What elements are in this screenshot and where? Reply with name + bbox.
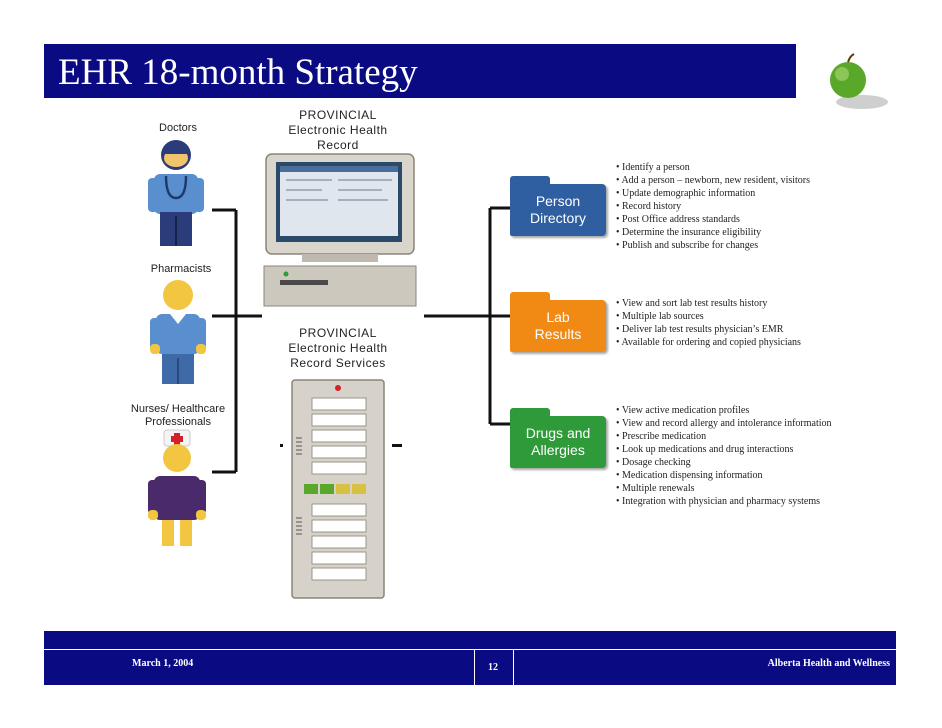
apple-icon (830, 53, 888, 109)
nurse-figure (148, 429, 206, 546)
footer-organization: Alberta Health and Wellness (767, 658, 890, 669)
lab-results-bullets: View and sort lab test results history M… (616, 297, 801, 349)
list-item: Publish and subscribe for changes (616, 239, 810, 252)
folder-tab (510, 176, 550, 186)
list-item: Deliver lab test results physician’s EMR (616, 323, 801, 336)
folder-person-directory-line1: Person (535, 193, 581, 209)
ehr-heading-line3: Record (317, 138, 359, 152)
list-item: Available for ordering and copied physic… (616, 336, 800, 349)
right-connector-lines (424, 206, 514, 426)
folder-person-directory-line2: Directory (529, 210, 586, 226)
list-item: Determine the insurance eligibility (616, 226, 810, 239)
folder-drugs-allergies-line1: Drugs and (525, 425, 591, 441)
list-item: Update demographic information (616, 187, 810, 200)
list-item: Record history (616, 200, 810, 213)
list-item: Identify a person (616, 161, 810, 174)
footer-divider (44, 649, 896, 650)
services-heading-line2: Electronic Health (288, 341, 388, 355)
drugs-allergies-bullets: View active medication profiles View and… (616, 404, 832, 508)
page-number: 12 (488, 662, 498, 673)
list-item: Multiple lab sources (616, 310, 801, 323)
list-item: Medication dispensing information (616, 469, 832, 482)
footer-date: March 1, 2004 (132, 658, 194, 669)
footer-band (44, 631, 896, 649)
folder-lab-results-line1: Lab (546, 309, 570, 325)
list-item: Look up medications and drug interaction… (616, 443, 832, 456)
person-directory-bullets: Identify a person Add a person – newborn… (616, 161, 810, 252)
label-pharmacists: Pharmacists (150, 263, 212, 275)
label-doctors: Doctors (159, 122, 197, 134)
connector-dash-left (280, 444, 283, 447)
list-item: Add a person – newborn, new resident, vi… (616, 174, 810, 187)
folder-tab (510, 408, 550, 418)
server-rack (291, 379, 385, 599)
list-item: Dosage checking (616, 456, 832, 469)
list-item: Integration with physician and pharmacy … (616, 495, 832, 508)
services-heading-line1: PROVINCIAL (299, 326, 377, 340)
folder-lab-results-line2: Results (534, 326, 582, 342)
list-item: View and record allergy and intolerance … (616, 417, 832, 430)
label-nurses-line2: Professionals (144, 416, 212, 428)
list-item: View and sort lab test results history (616, 297, 801, 310)
connector-dash-right (392, 444, 402, 447)
slide-title: EHR 18-month Strategy (58, 52, 418, 93)
ehr-heading-line1: PROVINCIAL (299, 108, 377, 122)
pharmacist-figure (150, 280, 206, 384)
page-number-box (474, 650, 514, 685)
list-item: Post Office address standards (616, 213, 810, 226)
services-heading-line3: Record Services (290, 356, 386, 370)
label-nurses-line1: Nurses/ Healthcare (130, 403, 226, 415)
title-bar (44, 44, 796, 98)
list-item: Prescribe medication (616, 430, 832, 443)
left-connector-lines (212, 208, 262, 474)
doctor-figure (148, 140, 204, 246)
ehr-heading-line2: Electronic Health (288, 123, 388, 137)
folder-tab (510, 292, 550, 302)
list-item: View active medication profiles (616, 404, 832, 417)
footer (44, 650, 896, 685)
list-item: Multiple renewals (616, 482, 832, 495)
computer-terminal (263, 153, 417, 307)
folder-drugs-allergies-line2: Allergies (531, 442, 585, 458)
